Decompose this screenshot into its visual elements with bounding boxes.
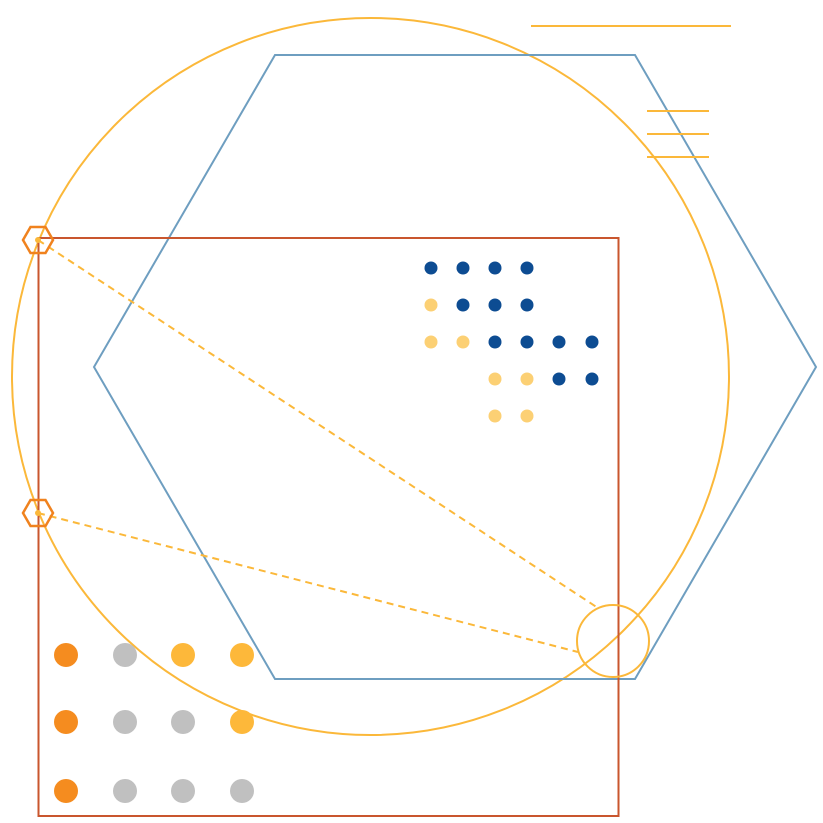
small-hexagon	[21, 498, 55, 528]
dot-yellow	[171, 643, 195, 667]
dashed-connector	[37, 239, 599, 609]
dot-light-yellow	[424, 335, 438, 349]
dot-blue	[488, 335, 502, 349]
small-hexagon	[21, 225, 55, 255]
dot-blue	[520, 335, 534, 349]
dot-gray	[171, 779, 195, 803]
dot-gray	[113, 779, 137, 803]
small-circle	[576, 604, 650, 678]
large-hexagon	[92, 54, 818, 680]
dot-grid-top	[424, 261, 599, 423]
dot-blue	[552, 335, 566, 349]
dot-orange	[54, 710, 78, 734]
dot-orange	[54, 643, 78, 667]
dot-light-yellow	[520, 409, 534, 423]
dot-blue	[488, 298, 502, 312]
anchor-dot	[35, 237, 41, 243]
dot-gray	[171, 710, 195, 734]
dot-light-yellow	[520, 372, 534, 386]
dot-blue	[585, 372, 599, 386]
dot-gray	[113, 710, 137, 734]
dot-blue	[488, 261, 502, 275]
dot-gray	[113, 643, 137, 667]
dot-light-yellow	[456, 335, 470, 349]
anchor-dot	[35, 510, 41, 516]
dot-light-yellow	[488, 372, 502, 386]
dot-blue	[456, 261, 470, 275]
dot-blue	[424, 261, 438, 275]
dot-light-yellow	[424, 298, 438, 312]
dot-blue	[520, 298, 534, 312]
dot-blue	[456, 298, 470, 312]
large-circle	[11, 17, 730, 736]
dot-orange	[54, 779, 78, 803]
dot-blue	[552, 372, 566, 386]
dot-light-yellow	[488, 409, 502, 423]
dot-blue	[585, 335, 599, 349]
dot-yellow	[230, 643, 254, 667]
dot-gray	[230, 779, 254, 803]
dashed-connector	[37, 512, 579, 653]
dot-yellow	[230, 710, 254, 734]
dot-blue	[520, 261, 534, 275]
dot-grid-bottom	[54, 643, 254, 803]
